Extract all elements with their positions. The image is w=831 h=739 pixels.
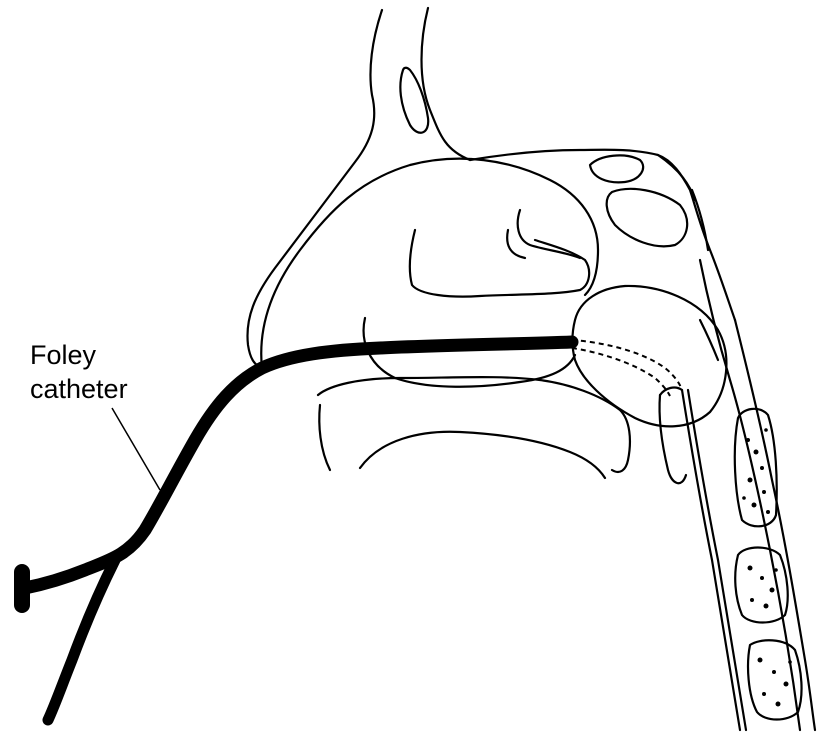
tube-line-1 — [682, 390, 740, 730]
tube-end — [660, 388, 682, 395]
nasal-bone-inner — [422, 8, 471, 160]
sphenoid-sinus-upper — [590, 155, 643, 182]
clivus — [658, 155, 695, 200]
label-line-1: Foley — [30, 338, 128, 372]
frontal-sinus — [400, 68, 428, 133]
label-line-2: catheter — [30, 372, 128, 406]
balloon-outline — [572, 286, 726, 426]
uvula — [659, 395, 686, 483]
turbinate-curl-2 — [507, 230, 525, 258]
hard-palate-lower — [360, 432, 605, 478]
palate-inner — [319, 405, 330, 470]
turbinate-curl — [518, 210, 580, 258]
sphenoid-sinus-lower — [607, 189, 688, 246]
vertebra-2 — [735, 548, 788, 623]
foley-catheter-label: Foley catheter — [30, 338, 128, 406]
pharynx-back-line — [700, 260, 800, 730]
dashed-line-2 — [572, 348, 670, 396]
middle-turbinate — [410, 230, 589, 297]
label-leader-line — [112, 408, 160, 490]
balloon-dashed-lines — [572, 340, 682, 396]
